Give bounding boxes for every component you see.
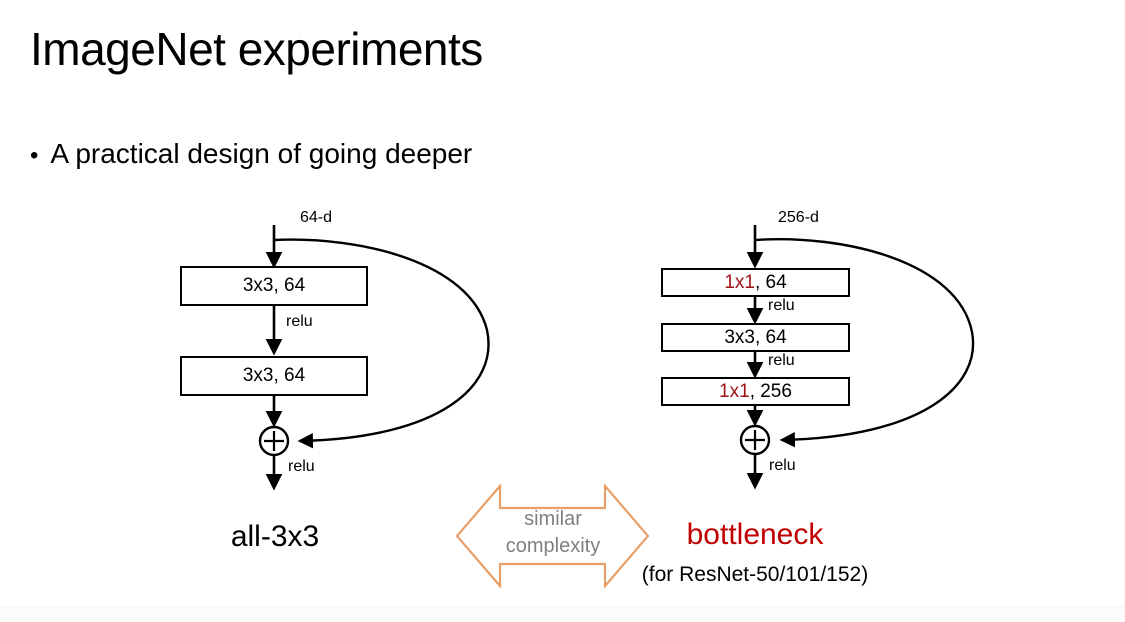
right-conv-box-1: 1x1, 64 [661,268,850,297]
right-conv-box-3-kernel: 1x1 [719,380,750,402]
similar-complexity-label: similar complexity [488,506,618,560]
right-relu-label-1: relu [768,297,795,314]
right-conv-box-2-text: 3x3, 64 [724,326,787,348]
right-conv-box-3: 1x1, 256 [661,377,850,406]
left-diagram-caption: all-3x3 [230,520,320,553]
left-skip-connection [273,238,490,449]
left-relu-label-1: relu [286,313,313,330]
left-conv-box-1-text: 3x3, 64 [242,275,306,296]
right-diagram-caption: bottleneck [686,518,824,551]
left-relu-label-output: relu [288,458,315,475]
right-conv-box-2: 3x3, 64 [661,323,850,352]
page-title: ImageNet experiments [30,23,483,75]
bullet-marker-icon: • [30,142,39,169]
right-input-label: 256-d [778,209,819,226]
right-relu-label-2: relu [768,352,795,369]
similar-complexity-arrow [455,483,650,589]
similar-complexity-line-1: similar [524,508,582,530]
right-block-vectors [739,225,975,490]
right-relu-label-output: relu [769,457,796,474]
right-conv-box-1-kernel: 1x1 [724,271,755,293]
right-skip-connection [754,238,975,448]
right-conv-box-3-channels: , 256 [749,380,792,402]
left-conv-box-2-text: 3x3, 64 [242,365,306,386]
right-conv-box-1-channels: , 64 [754,271,787,293]
bullet-item: • A practical design of going deeper [30,138,472,170]
left-conv-box-1: 3x3, 64 [180,266,368,306]
similar-complexity-line-2: complexity [505,535,601,557]
left-conv-box-2: 3x3, 64 [180,356,368,396]
right-diagram-caption-sub: (for ResNet-50/101/152) [641,563,869,586]
slide-bottom-band [0,606,1125,622]
left-input-label: 64-d [300,209,333,226]
left-block-vectors [258,225,490,491]
bullet-text: A practical design of going deeper [50,138,473,169]
